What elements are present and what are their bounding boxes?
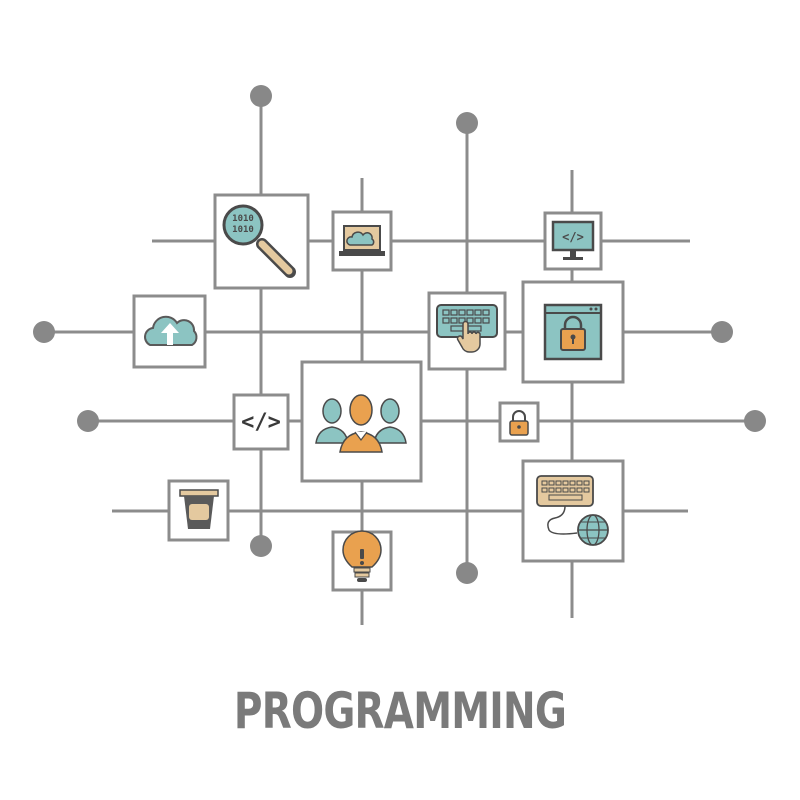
node-circle (744, 410, 766, 432)
keyboard-globe-icon (536, 475, 609, 546)
node-circle (456, 112, 478, 134)
diagram-title: PROGRAMMING (233, 682, 567, 740)
node-circle (33, 321, 55, 343)
node-circle (711, 321, 733, 343)
svg-text:</>: </> (562, 230, 584, 244)
lightbulb-idea-icon (342, 530, 382, 582)
cloud-upload-icon (144, 315, 198, 346)
browser-lock-icon (543, 303, 603, 361)
end-nodes (33, 85, 766, 584)
team-users-icon (315, 394, 407, 453)
coffee-cup-icon (179, 489, 219, 529)
monitor-code-icon: </> (551, 220, 595, 260)
node-circle (77, 410, 99, 432)
padlock-icon (509, 410, 529, 436)
svg-text:1010: 1010 (232, 225, 254, 235)
node-circle (250, 85, 272, 107)
keyboard-hand-icon (436, 304, 498, 353)
svg-text:1010: 1010 (232, 214, 254, 224)
binary-magnifier-icon: 1010 1010 (222, 204, 296, 278)
code-tag-icon: </> (241, 410, 281, 435)
node-circle (456, 562, 478, 584)
svg-text:</>: </> (241, 410, 281, 435)
laptop-cloud-icon (339, 225, 385, 256)
node-circle (250, 535, 272, 557)
